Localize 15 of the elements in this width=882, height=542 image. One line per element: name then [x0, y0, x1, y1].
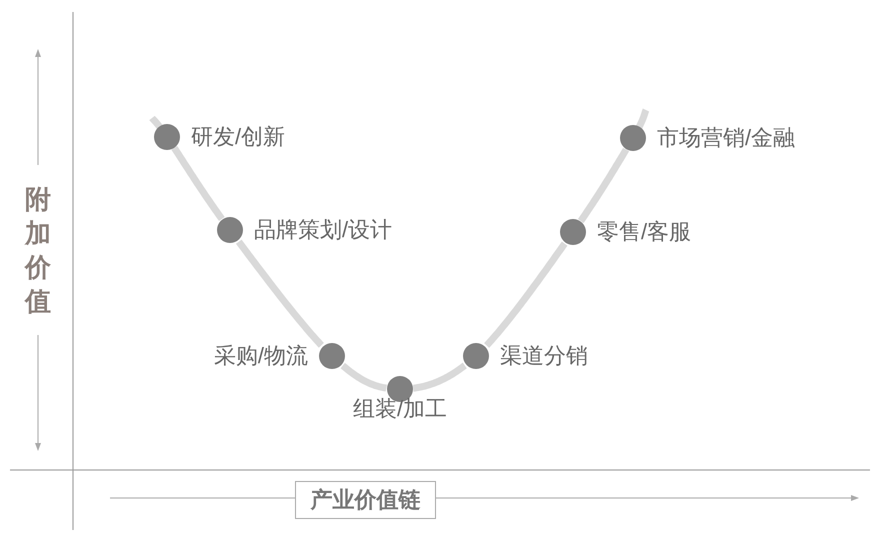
point-label: 采购/物流 — [214, 343, 308, 369]
point-label: 零售/客服 — [597, 219, 692, 245]
point-label: 品牌策划/设计 — [254, 217, 392, 243]
axis-title: 附加价值 — [24, 183, 52, 318]
axis-title: 产业价值链 — [295, 481, 436, 519]
point-label: 组装/加工 — [352, 396, 448, 422]
curve-segment — [484, 242, 568, 348]
curve-segment — [340, 362, 389, 392]
point-label: 渠道分销 — [500, 343, 588, 369]
curve-segment — [410, 362, 467, 392]
point-label: 市场营销/金融 — [657, 125, 796, 151]
point-label: 研发/创新 — [191, 124, 286, 150]
curve-segment — [236, 240, 324, 348]
curve-segment — [578, 147, 630, 224]
curve-segment — [171, 146, 225, 222]
